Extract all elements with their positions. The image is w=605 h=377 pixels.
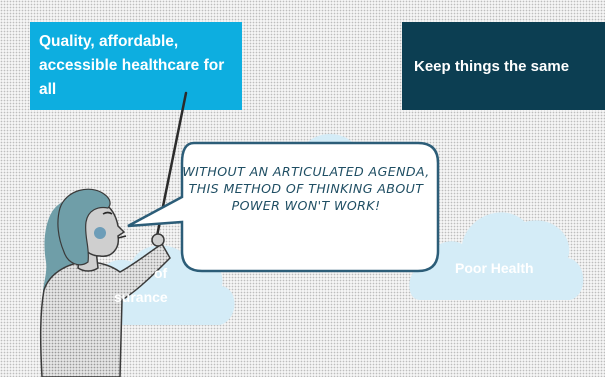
- quality-healthcare-text: Quality, affordable, accessible healthca…: [39, 33, 225, 98]
- keep-same-text: Keep things the same: [414, 57, 570, 75]
- speech-bubble-text: Without an articulated agenda, this meth…: [182, 164, 430, 213]
- cloud-label-insurance-line1: of: [154, 265, 168, 281]
- speech-bubble: [127, 141, 440, 273]
- keep-same-box: [402, 22, 605, 110]
- cloud-label-poor-health: Poor Health: [455, 260, 534, 276]
- cloud-poor-health: [409, 212, 584, 300]
- quality-healthcare-box: [30, 22, 242, 110]
- cloud-label-insurance-line2: surance: [114, 289, 168, 305]
- presenter-woman-icon: [39, 188, 171, 377]
